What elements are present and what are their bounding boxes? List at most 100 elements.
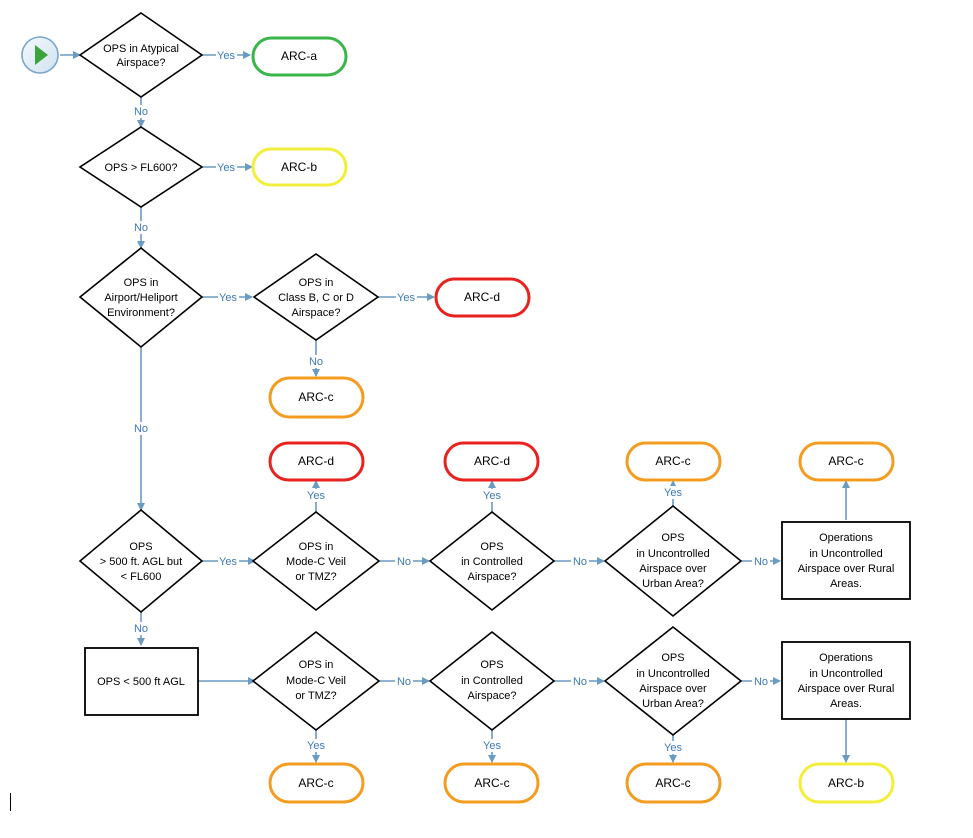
svg-text:Yes: Yes	[217, 50, 235, 62]
svg-text:Yes: Yes	[664, 742, 682, 754]
terminal-arc-c: ARC-c	[625, 441, 722, 482]
svg-text:ARC-d: ARC-d	[474, 454, 510, 468]
terminal-arc-c: ARC-c	[443, 762, 540, 804]
edge-label-no: No	[571, 674, 589, 688]
edge-label-no: No	[571, 554, 589, 568]
decision-above-fl600: OPS > FL600?	[78, 126, 204, 208]
terminal-arc-a: ARC-a	[251, 36, 348, 77]
text-cursor	[10, 793, 11, 811]
svg-text:Yes: Yes	[483, 740, 501, 752]
svg-text:Yes: Yes	[397, 292, 415, 304]
edge-label-yes: Yes	[396, 290, 417, 304]
svg-text:OPS < 500 ft AGL: OPS < 500 ft AGL	[97, 676, 185, 688]
edge-label-no: No	[307, 355, 325, 368]
svg-text:No: No	[397, 556, 411, 568]
edge-label-yes: Yes	[218, 290, 239, 304]
terminal-arc-b: ARC-b	[251, 147, 348, 187]
edge-label-yes: Yes	[306, 739, 327, 752]
edge-labels: Yes No Yes No Yes Yes No No Yes No No No…	[132, 48, 770, 754]
edge-label-no: No	[752, 674, 770, 688]
svg-text:ARC-d: ARC-d	[464, 290, 500, 304]
svg-text:No: No	[134, 423, 148, 435]
svg-text:No: No	[754, 556, 768, 568]
terminal-arc-c: ARC-c	[268, 376, 365, 419]
edge-label-yes: Yes	[482, 489, 503, 502]
svg-text:ARC-c: ARC-c	[655, 454, 690, 468]
svg-text:ARC-a: ARC-a	[281, 49, 317, 63]
svg-text:ARC-b: ARC-b	[281, 160, 317, 174]
svg-text:No: No	[309, 356, 323, 368]
svg-text:No: No	[754, 676, 768, 688]
edge-label-yes: Yes	[306, 489, 327, 502]
svg-text:ARC-c: ARC-c	[474, 776, 509, 790]
edge-label-no: No	[132, 622, 150, 635]
svg-text:ARC-b: ARC-b	[828, 776, 864, 790]
svg-text:Yes: Yes	[307, 740, 325, 752]
edge-label-yes: Yes	[663, 486, 684, 499]
edge-label-no: No	[132, 105, 150, 118]
svg-text:Yes: Yes	[664, 487, 682, 499]
svg-text:Yes: Yes	[307, 490, 325, 502]
svg-text:No: No	[134, 106, 148, 118]
edge-label-yes: Yes	[482, 739, 503, 752]
terminal-arc-b: ARC-b	[798, 762, 895, 804]
svg-text:Yes: Yes	[219, 292, 237, 304]
svg-text:ARC-c: ARC-c	[298, 390, 333, 404]
edge-label-yes: Yes	[663, 741, 684, 754]
svg-text:OPS > FL600?: OPS > FL600?	[104, 162, 177, 174]
terminal-arc-c: ARC-c	[268, 762, 365, 804]
svg-text:No: No	[134, 623, 148, 635]
decision-above-500ft: OPS> 500 ft. AGL but< FL600	[78, 508, 204, 614]
terminal-arc-d: ARC-d	[443, 441, 540, 482]
edge-label-yes: Yes	[218, 554, 239, 568]
svg-text:No: No	[397, 676, 411, 688]
edge-label-yes: Yes	[216, 48, 237, 62]
svg-text:No: No	[134, 222, 148, 234]
terminal-arc-c: ARC-c	[625, 762, 722, 804]
svg-text:Yes: Yes	[217, 162, 235, 174]
svg-text:ARC-d: ARC-d	[298, 454, 334, 468]
svg-text:Yes: Yes	[483, 490, 501, 502]
edge-label-no: No	[752, 554, 770, 568]
edge-label-no: No	[132, 422, 150, 435]
process-below-500ft: OPS < 500 ft AGL	[84, 647, 199, 716]
edge-label-yes: Yes	[216, 160, 237, 174]
svg-text:No: No	[573, 556, 587, 568]
svg-text:ARC-c: ARC-c	[655, 776, 690, 790]
edge-label-no: No	[395, 554, 413, 568]
terminal-arc-c: ARC-c	[798, 441, 895, 482]
svg-text:No: No	[573, 676, 587, 688]
terminal-arc-d: ARC-d	[434, 277, 531, 318]
svg-text:Yes: Yes	[219, 556, 237, 568]
svg-text:ARC-c: ARC-c	[828, 454, 863, 468]
terminal-arc-d: ARC-d	[268, 441, 365, 482]
edge-label-no: No	[132, 221, 150, 234]
svg-text:ARC-c: ARC-c	[298, 776, 333, 790]
start-play-icon[interactable]	[21, 36, 59, 74]
svg-text:OPS> 500 ft. AGL but< FL600: OPS> 500 ft. AGL but< FL600	[100, 541, 182, 583]
edge-label-no: No	[395, 674, 413, 688]
